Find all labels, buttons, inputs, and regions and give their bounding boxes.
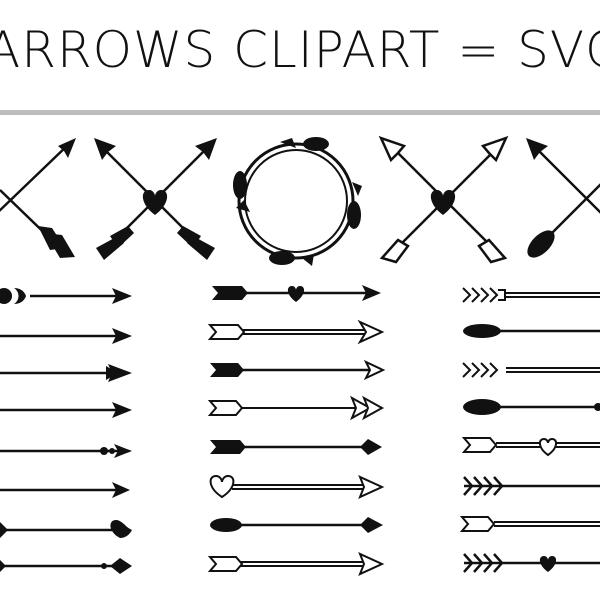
arrow-left-7 xyxy=(0,520,132,538)
arrow-middle-8 xyxy=(207,552,385,576)
arrow-middle-5 xyxy=(210,439,382,455)
arrow-column-middle xyxy=(207,285,386,576)
arrow-middle-1 xyxy=(212,285,381,302)
crossed-arrows-heart xyxy=(94,138,217,260)
arrow-left-6 xyxy=(0,482,130,498)
crossed-arrows-outline xyxy=(378,135,509,264)
arrow-right-7 xyxy=(459,516,600,532)
arrow-right-3 xyxy=(462,362,600,378)
page-title: ARROWS CLIPART = SVG + PNG xyxy=(0,21,600,79)
arrow-middle-7 xyxy=(210,517,383,533)
arrow-right-5 xyxy=(461,437,600,457)
arrow-left-3 xyxy=(0,364,132,382)
arrow-left-8 xyxy=(0,558,132,574)
arrow-right-4 xyxy=(463,399,600,415)
crossed-arrows-1 xyxy=(0,138,76,258)
arrow-right-1 xyxy=(462,287,600,303)
arrow-wreath xyxy=(233,137,362,266)
arrow-left-2 xyxy=(0,328,132,344)
arrow-left-5 xyxy=(0,444,132,458)
arrow-middle-3 xyxy=(210,359,386,381)
arrow-left-4 xyxy=(0,402,132,418)
arrow-right-6 xyxy=(463,476,600,496)
arrow-middle-2 xyxy=(207,319,385,345)
arrow-middle-6 xyxy=(209,474,385,499)
arrow-right-8 xyxy=(463,553,600,573)
title-banner: ARROWS CLIPART = SVG + PNG xyxy=(0,0,600,115)
arrow-left-1 xyxy=(0,288,132,304)
arrow-column-right xyxy=(459,287,600,573)
arrow-column-left xyxy=(0,288,132,574)
arrow-right-2 xyxy=(463,324,600,338)
crossed-arrows-2 xyxy=(526,138,600,258)
arrow-middle-4 xyxy=(207,395,385,421)
